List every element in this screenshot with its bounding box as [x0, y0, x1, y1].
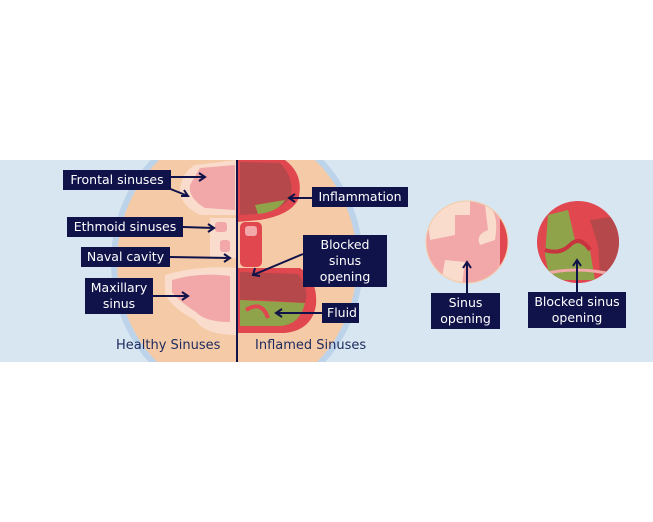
sinus-diagram-banner: Frontal sinuses Ethmoid sinuses Naval ca… [0, 160, 653, 362]
label-frontal-sinuses: Frontal sinuses [63, 170, 171, 190]
label-maxillary-sinus: Maxillary sinus [85, 278, 153, 314]
caption-inflamed-sinuses: Inflamed Sinuses [255, 338, 367, 353]
label-ethmoid-sinuses: Ethmoid sinuses [67, 217, 183, 237]
label-blocked-sinus-opening: Blocked sinus opening [303, 235, 387, 287]
label-nasal-cavity: Naval cavity [81, 247, 170, 267]
sinus-illustration [111, 160, 619, 362]
healthy-opening-detail [426, 201, 508, 283]
blocked-opening-detail [537, 201, 619, 283]
label-sinus-opening: Sinus opening [431, 293, 500, 329]
arrows [153, 172, 582, 318]
inflamed-sinuses-art [237, 160, 317, 333]
label-inflammation: Inflammation [312, 187, 408, 207]
caption-healthy-sinuses: Healthy Sinuses [116, 338, 221, 353]
label-blocked-opening-detail: Blocked sinus opening [528, 292, 626, 328]
label-fluid: Fluid [322, 303, 359, 323]
